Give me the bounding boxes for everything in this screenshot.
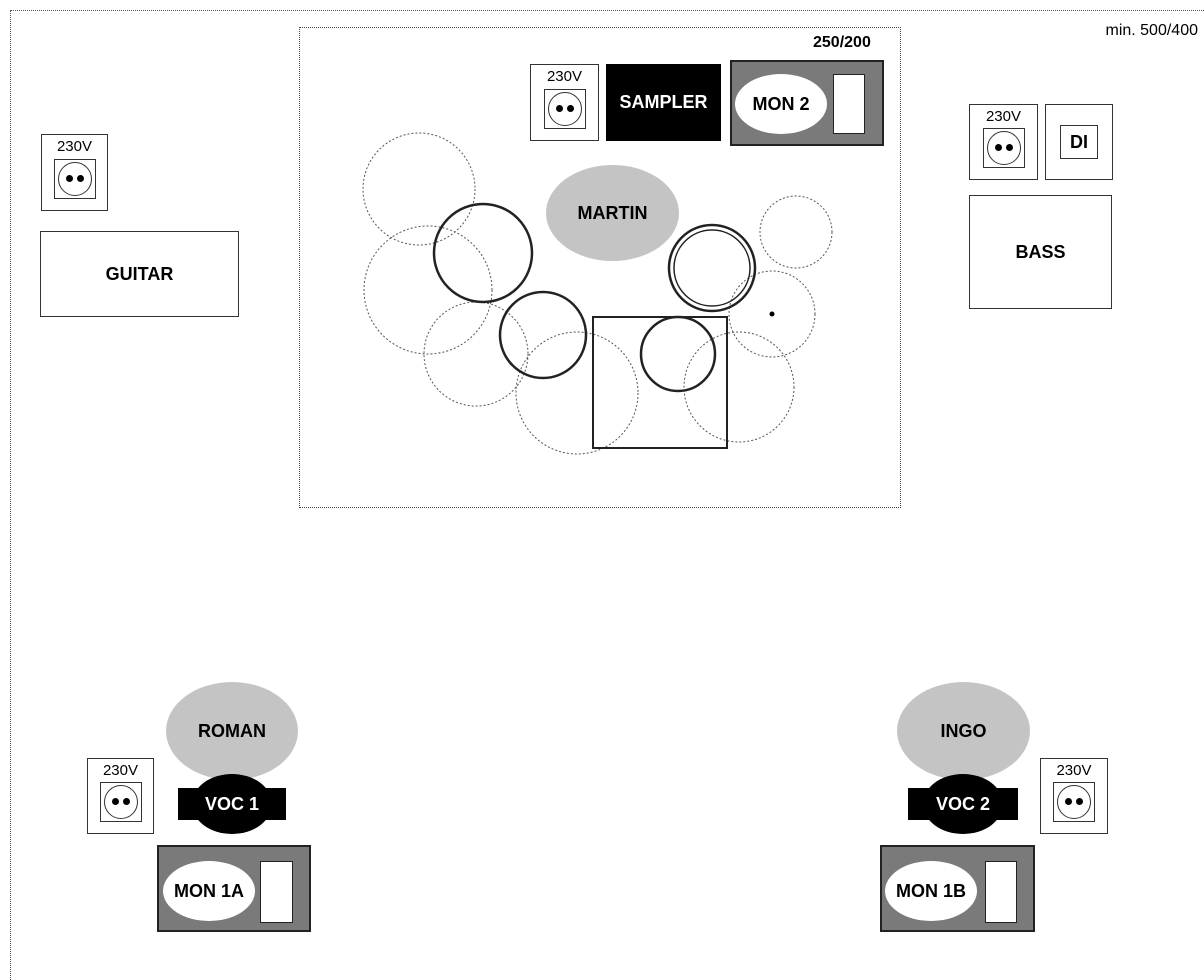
cymbal-ride-low-left xyxy=(423,301,529,407)
monitor-1a: MON 1A xyxy=(157,845,311,932)
monitor-1b-label: MON 1B xyxy=(885,861,977,921)
power-label: 230V xyxy=(985,108,1022,125)
power-label: 230V xyxy=(1056,762,1092,779)
monitor-1a-label: MON 1A xyxy=(163,861,255,921)
power-outlet-bass: 230V xyxy=(969,104,1038,180)
bass-label: BASS xyxy=(1015,241,1066,262)
drum-riser xyxy=(299,27,901,508)
martin-label: MARTIN xyxy=(577,202,648,223)
socket-icon xyxy=(1053,782,1095,822)
monitor-2-speaker xyxy=(833,74,865,134)
stand-dot xyxy=(769,311,775,317)
person-ingo: INGO xyxy=(897,682,1030,780)
sampler-box: SAMPLER xyxy=(606,64,721,141)
person-martin: MARTIN xyxy=(546,165,679,261)
di-box: DI xyxy=(1045,104,1113,180)
monitor-1b: MON 1B xyxy=(880,845,1035,932)
monitor-2: MON 2 xyxy=(730,60,884,146)
tom-right-inner xyxy=(673,229,751,307)
ingo-label: INGO xyxy=(940,720,987,741)
sampler-label: SAMPLER xyxy=(619,92,708,112)
power-outlet-roman: 230V xyxy=(87,758,154,834)
bass-drum xyxy=(515,331,639,455)
voc-2-mic: VOC 2 xyxy=(908,774,1018,834)
snare-drum xyxy=(498,290,588,380)
tom-left xyxy=(432,202,534,304)
power-outlet-riser: 230V xyxy=(530,64,599,141)
floor-tom xyxy=(639,315,717,393)
guitar-amp: GUITAR xyxy=(40,231,239,317)
roman-label: ROMAN xyxy=(198,720,266,741)
cymbal-ride xyxy=(683,331,795,443)
guitar-label: GUITAR xyxy=(105,263,174,284)
power-outlet-ingo: 230V xyxy=(1040,758,1108,834)
cymbal-china xyxy=(728,270,816,358)
power-outlet-guitar: 230V xyxy=(41,134,108,211)
person-roman: ROMAN xyxy=(166,682,298,780)
voc-1-mic: VOC 1 xyxy=(178,774,286,834)
power-label: 230V xyxy=(546,68,583,85)
tom-right xyxy=(667,223,757,313)
socket-icon xyxy=(982,128,1025,168)
socket-icon xyxy=(543,89,586,129)
drum-throne-box xyxy=(592,316,728,449)
socket-icon xyxy=(53,159,96,199)
voc-1-label: VOC 1 xyxy=(178,788,286,820)
riser-size-label: 250/200 xyxy=(813,34,871,51)
socket-icon xyxy=(99,782,142,822)
di-label: DI xyxy=(1060,125,1098,159)
stage-size-label: min. 500/400 xyxy=(1105,22,1198,39)
bass-amp: BASS xyxy=(969,195,1112,309)
monitor-2-label: MON 2 xyxy=(735,74,827,134)
monitor-1b-speaker xyxy=(985,861,1017,923)
cymbal-splash xyxy=(759,195,833,269)
stage-outline xyxy=(10,10,1204,980)
cymbal-hihat xyxy=(363,225,493,355)
monitor-1a-speaker xyxy=(260,861,293,923)
cymbal-crash-left xyxy=(362,132,476,246)
power-label: 230V xyxy=(102,762,139,779)
power-label: 230V xyxy=(56,138,93,155)
voc-2-label: VOC 2 xyxy=(908,788,1018,820)
